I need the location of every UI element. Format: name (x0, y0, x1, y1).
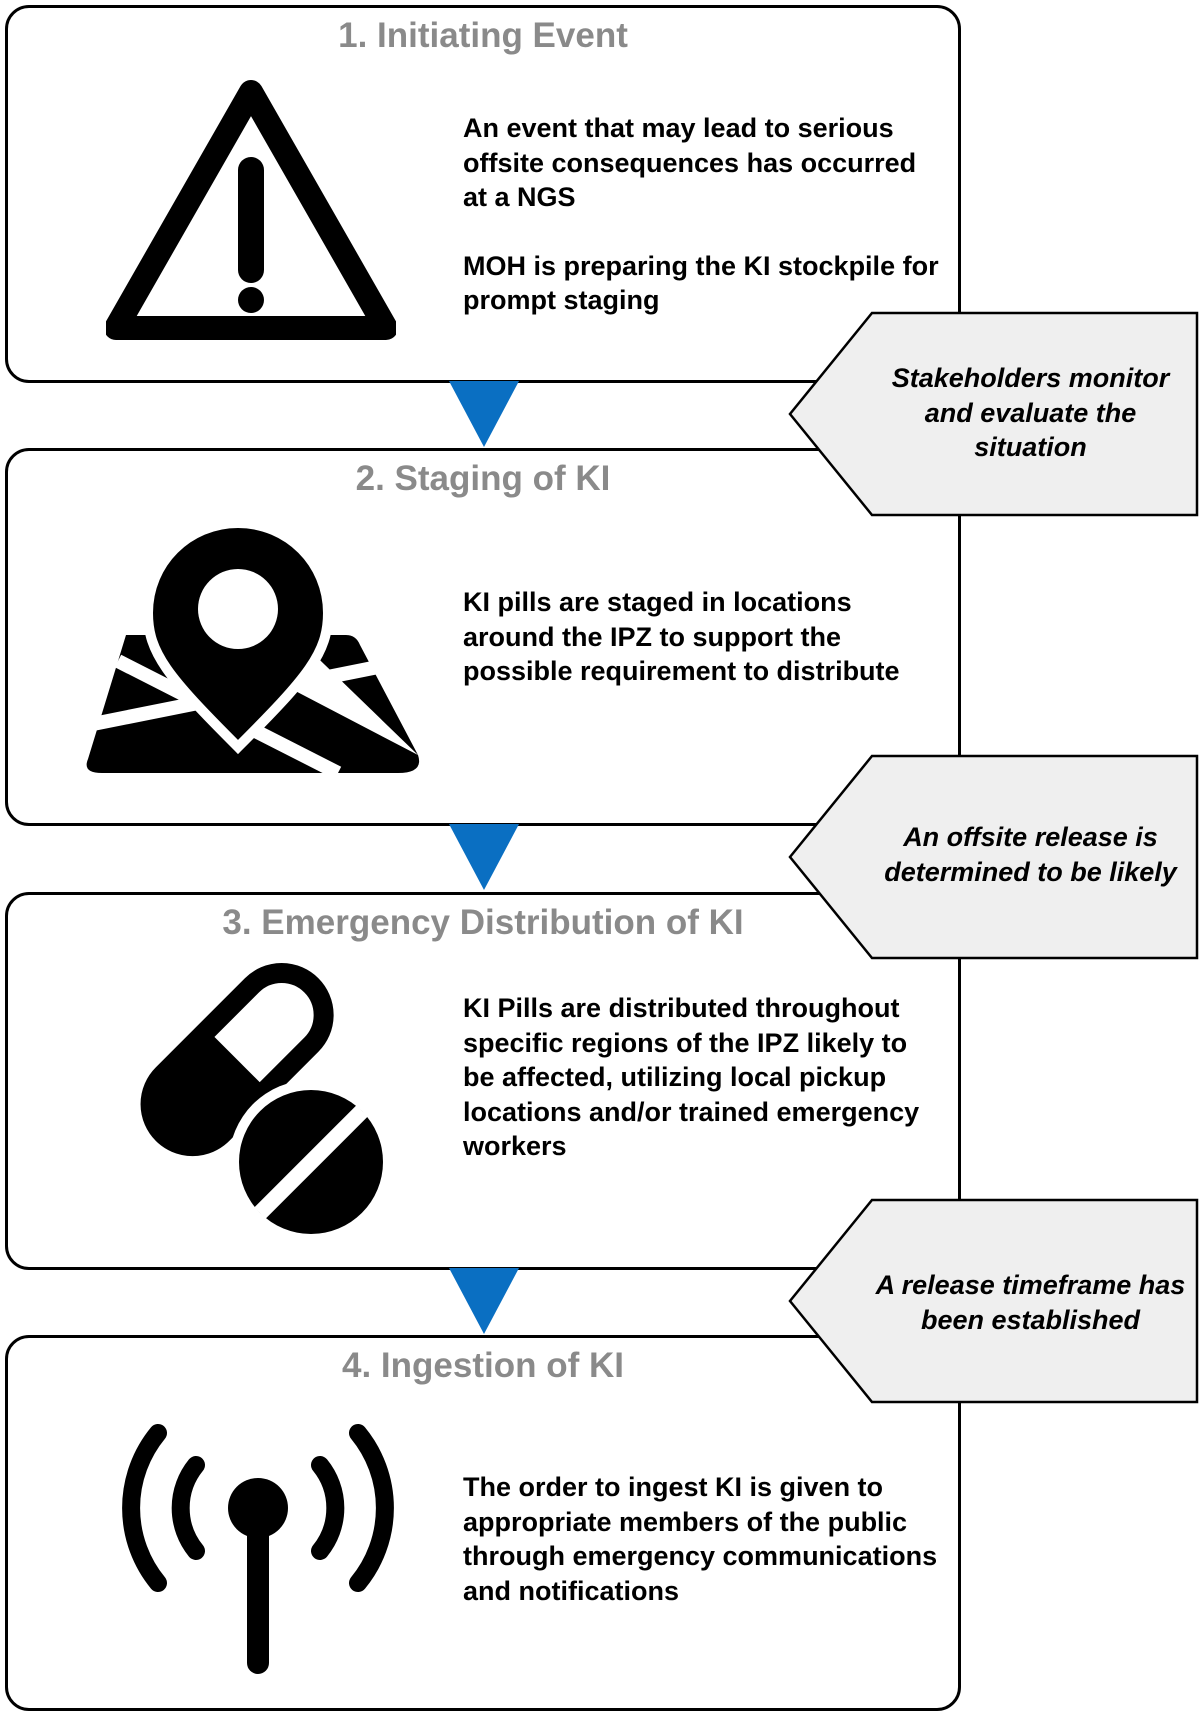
stage-1-title: 1. Initiating Event (338, 16, 628, 55)
map-pin-icon (78, 517, 420, 780)
stage-4-title: 4. Ingestion of KI (342, 1346, 624, 1385)
stage-2-text: KI pills are staged in locations around … (463, 585, 943, 689)
stage-3-title: 3. Emergency Distribution of KI (222, 903, 744, 942)
note-shape (788, 1198, 1199, 1404)
stage-3-box: 3. Emergency Distribution of KI KI Pills… (5, 892, 961, 1270)
stage-1-paragraph: MOH is preparing the KI stockpile for pr… (463, 250, 939, 316)
stage-4-text: The order to ingest KI is given to appro… (463, 1470, 943, 1608)
down-arrow-icon (449, 1268, 519, 1334)
transition-note-2-text: An offsite release is determined to be l… (884, 822, 1177, 887)
stage-3-text: KI Pills are distributed throughout spec… (463, 991, 943, 1164)
down-arrow-icon (449, 381, 519, 447)
note-shape (788, 311, 1199, 517)
stage-4-box: 4. Ingestion of KI The order to ingest K… (5, 1335, 961, 1711)
note-shape (788, 754, 1199, 960)
warning-triangle-icon (106, 80, 396, 340)
transition-note-3-text: A release timeframe has been established (875, 1270, 1186, 1335)
stage-1-paragraph: An event that may lead to serious offsit… (463, 113, 917, 212)
transition-note-3: A release timeframe has been established (788, 1198, 1200, 1404)
transition-note-2: An offsite release is determined to be l… (788, 754, 1200, 960)
stage-2-paragraph: KI pills are staged in locations around … (463, 587, 900, 686)
stage-3-paragraph: KI Pills are distributed throughout spec… (463, 993, 920, 1161)
stage-4-paragraph: The order to ingest KI is given to appro… (463, 1472, 938, 1606)
broadcast-antenna-icon (122, 1424, 394, 1674)
stage-2-title: 2. Staging of KI (355, 459, 611, 498)
stage-1-text: An event that may lead to serious offsit… (463, 111, 943, 318)
pills-icon (140, 963, 393, 1244)
transition-note-1-text: Stakeholders monitor and evaluate the si… (891, 363, 1170, 462)
stage-2-box: 2. Staging of KI KI pills are staged in … (5, 448, 961, 826)
down-arrow-icon (449, 824, 519, 890)
transition-note-1: Stakeholders monitor and evaluate the si… (788, 311, 1200, 517)
stage-1-box: 1. Initiating Event An event that may le… (5, 5, 961, 383)
